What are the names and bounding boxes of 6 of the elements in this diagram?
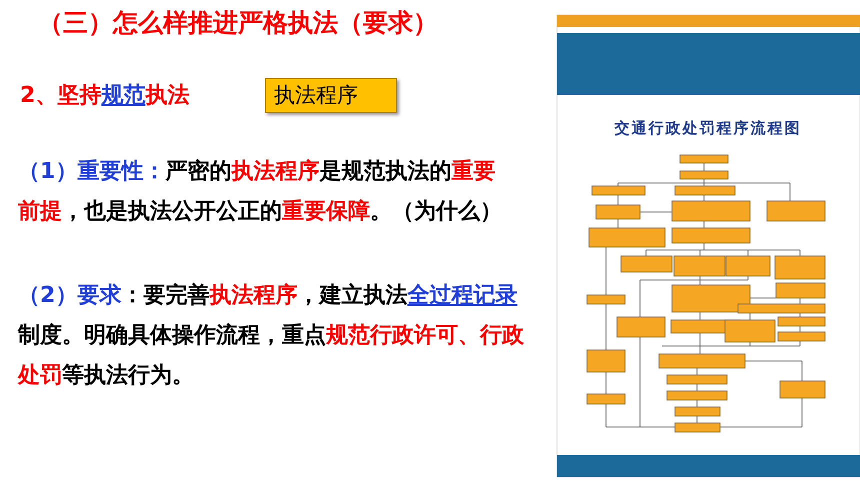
paragraph: （1）重要性：严密的执法程序是规范执法的重要前提，也是执法公开公正的重要保障。（为什么） bbox=[18, 158, 503, 226]
poster-title: 交通行政处罚程序流程图 bbox=[614, 118, 802, 139]
paragraph: （2）要求：要完善执法程序，建立执法全过程记录制度。明确具体操作流程，重点规范行政许可、行政处罚等执法行为。 bbox=[18, 282, 525, 390]
tag-box: 执法程序 bbox=[265, 78, 397, 113]
slide-title: （三）怎么样推进严格执法（要求） bbox=[38, 7, 438, 39]
section-heading: 2、坚持规范执法 bbox=[20, 82, 190, 110]
